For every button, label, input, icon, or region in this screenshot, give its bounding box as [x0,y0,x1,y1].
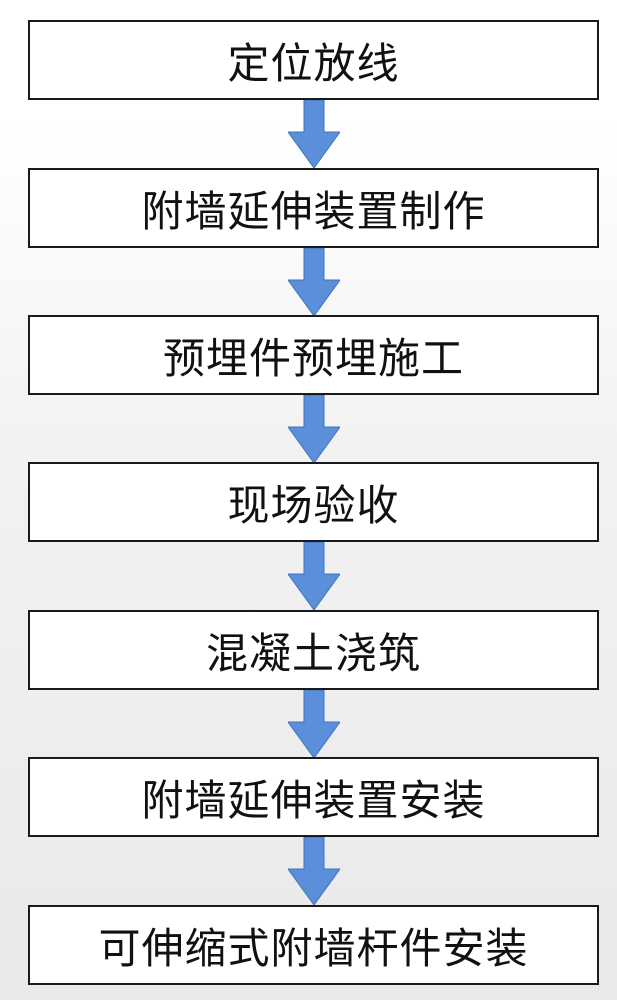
step-label-5: 混凝土浇筑 [205,628,421,678]
down-arrow-icon [288,248,340,316]
step-box-1: 定位放线 [28,20,599,100]
down-arrow-icon [288,395,340,463]
step-label-4: 现场验收 [227,480,400,530]
step-label-3: 预埋件预埋施工 [162,333,464,383]
step-box-7: 可伸缩式附墙杆件安装 [28,905,599,985]
down-arrow-icon [288,837,340,905]
step-box-3: 预埋件预埋施工 [28,315,599,395]
step-box-6: 附墙延伸装置安装 [28,757,599,837]
down-arrow-icon [288,100,340,168]
step-label-6: 附墙延伸装置安装 [141,775,486,825]
step-label-1: 定位放线 [227,38,400,88]
down-arrow-icon [288,542,340,610]
step-label-2: 附墙延伸装置制作 [141,186,486,236]
step-box-2: 附墙延伸装置制作 [28,168,599,248]
step-box-5: 混凝土浇筑 [28,610,599,690]
down-arrow-icon [288,690,340,758]
step-label-7: 可伸缩式附墙杆件安装 [98,923,529,973]
step-box-4: 现场验收 [28,462,599,542]
